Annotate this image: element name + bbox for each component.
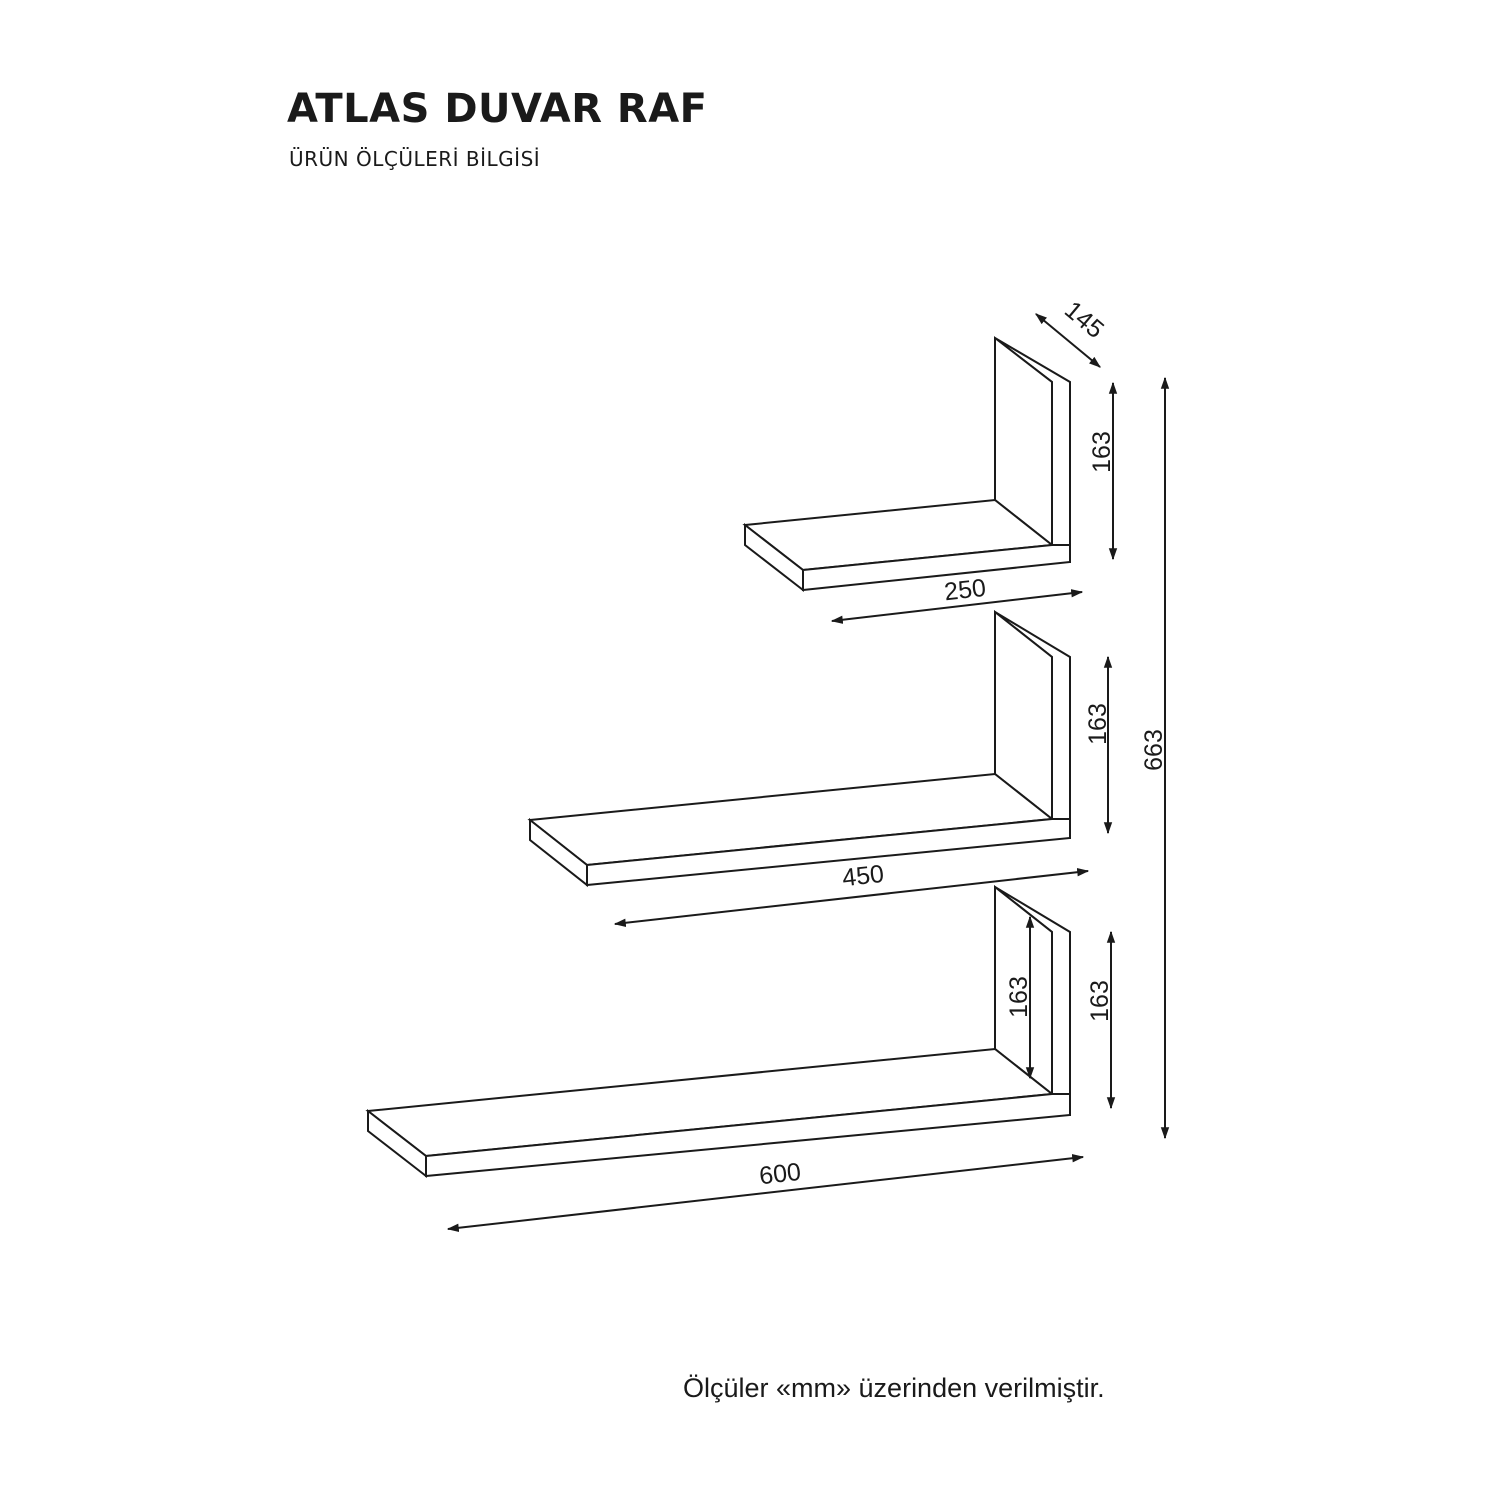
page-title: ATLAS DUVAR RAF [287,86,708,132]
dimension-lines [446,313,1170,1232]
top-height-label: 163 [1088,431,1116,473]
shelf-bottom [365,884,1071,1179]
bottom-inner-height-label: 163 [1005,976,1033,1018]
depth-label: 145 [1059,296,1109,344]
shelf-top [742,335,1071,593]
bottom-width-label: 600 [758,1158,803,1191]
middle-width-label: 450 [841,860,886,893]
page-subtitle: ÜRÜN ÖLÇÜLERİ BİLGİSİ [289,147,541,171]
units-note: Ölçüler «mm» üzerinden verilmiştir. [683,1373,1105,1403]
bottom-height-label: 163 [1086,980,1114,1022]
top-width-dimension-line [830,589,1084,624]
total-height-label: 663 [1140,729,1168,771]
top-width-label: 250 [943,574,988,607]
middle-height-label: 163 [1084,703,1112,745]
middle-width-dimension-line [613,868,1090,927]
depth-dimension-line [1035,313,1101,368]
shelf-middle [527,609,1071,888]
bottom-width-dimension-line [446,1154,1085,1232]
